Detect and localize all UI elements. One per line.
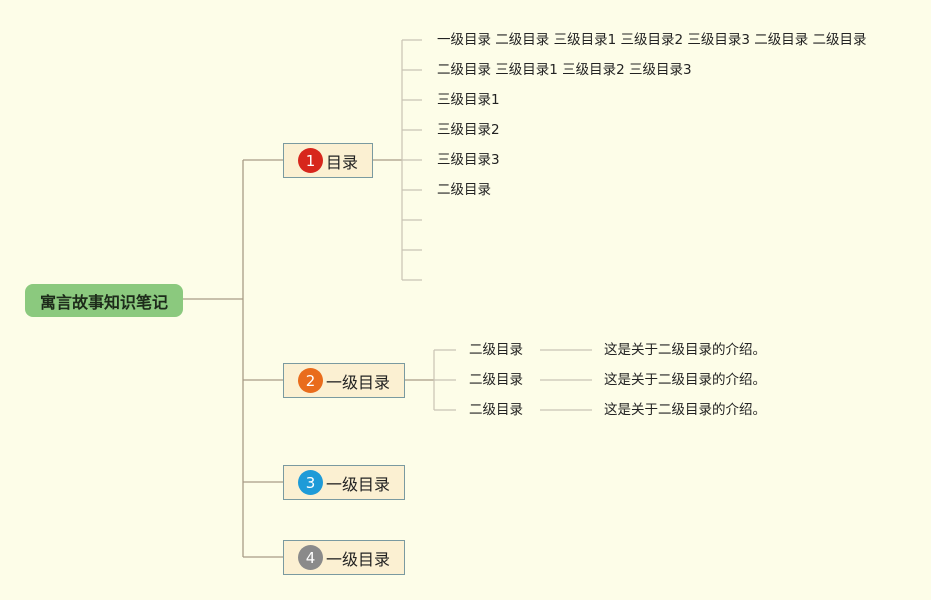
subtopic-note-b2-2[interactable]: 这是关于二级目录的介绍。 <box>604 372 766 388</box>
number-3-icon: 3 <box>298 470 323 495</box>
number-1-icon: 1 <box>298 148 323 173</box>
branch-topic-label: 一级目录 <box>326 372 391 392</box>
subtopic-b1-1[interactable]: 一级目录 二级目录 三级目录1 三级目录2 三级目录3 二级目录 二级目录 <box>437 32 867 48</box>
branch-topic-3[interactable]: 3 一级目录 <box>283 465 405 500</box>
branch-topic-2[interactable]: 2 一级目录 <box>283 363 405 398</box>
number-4-icon: 4 <box>298 545 323 570</box>
subtopic-b1-6[interactable]: 二级目录 <box>437 182 491 198</box>
branch-topic-label: 一级目录 <box>326 474 391 494</box>
subtopic-b1-4[interactable]: 三级目录2 <box>437 122 500 138</box>
subtopic-b1-2[interactable]: 二级目录 三级目录1 三级目录2 三级目录3 <box>437 62 692 78</box>
root-topic[interactable]: 寓言故事知识笔记 <box>25 284 183 317</box>
subtopic-b2-3[interactable]: 二级目录 <box>469 402 523 418</box>
branch-topic-4[interactable]: 4 一级目录 <box>283 540 405 575</box>
subtopic-note-b2-1[interactable]: 这是关于二级目录的介绍。 <box>604 342 766 358</box>
subtopic-note-b2-3[interactable]: 这是关于二级目录的介绍。 <box>604 402 766 418</box>
subtopic-b1-5[interactable]: 三级目录3 <box>437 152 500 168</box>
subtopic-b1-3[interactable]: 三级目录1 <box>437 92 500 108</box>
branch-topic-1[interactable]: 1 目录 <box>283 143 373 178</box>
subtopic-b2-1[interactable]: 二级目录 <box>469 342 523 358</box>
branch-topic-label: 一级目录 <box>326 549 391 569</box>
subtopic-b2-2[interactable]: 二级目录 <box>469 372 523 388</box>
root-topic-label: 寓言故事知识笔记 <box>39 292 168 312</box>
number-2-icon: 2 <box>298 368 323 393</box>
branch-topic-label: 目录 <box>326 152 359 172</box>
